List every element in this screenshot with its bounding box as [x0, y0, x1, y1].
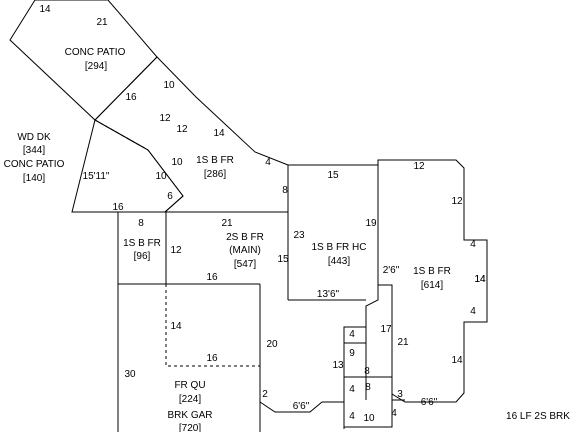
room-614-name: 1S B FR — [413, 266, 451, 277]
small-room-9 — [343, 326, 367, 378]
dim-label: 3 — [397, 389, 403, 400]
dim-label: 8 — [138, 218, 144, 229]
hc-name: 1S B FR HC — [311, 242, 366, 253]
dim-label: 14 — [213, 128, 225, 139]
dim-label: 4 — [349, 384, 355, 395]
dim-label: 4 — [391, 408, 397, 419]
dim-label: 4 — [349, 411, 355, 422]
room-614-outline — [377, 159, 488, 403]
dim-label: 15 — [277, 254, 289, 265]
dim-label: 16 — [206, 272, 218, 283]
hc-area: [443] — [328, 256, 350, 267]
wd-dk-area: [344] — [23, 145, 45, 156]
brk-gar-name: BRK GAR — [167, 410, 212, 421]
main-area: [547] — [234, 259, 256, 270]
deck-divider — [94, 119, 149, 151]
dimension-labels: 14 21 10 16 12 12 14 10 15'11" 10 6 16 4… — [39, 4, 486, 424]
room-286-outline — [94, 56, 289, 213]
frqu-area: [224] — [179, 394, 201, 405]
conc-patio-left-area: [140] — [23, 173, 45, 184]
conc-patio-left-name: CONC PATIO — [4, 159, 65, 170]
dim-label: 12 — [170, 245, 182, 256]
dim-label: 6'6" — [293, 401, 310, 412]
room-96-area: [96] — [134, 251, 151, 262]
garage-jog — [259, 401, 344, 413]
frqu-dashed-outline — [165, 284, 260, 367]
dim-label: 4 — [265, 157, 271, 168]
dim-label: 8 — [282, 185, 288, 196]
dim-label: 30 — [124, 369, 136, 380]
conc-patio-top-outline — [9, 0, 158, 121]
room-286-name: 1S B FR — [196, 155, 234, 166]
dim-label: 4 — [470, 239, 476, 250]
dim-label: 10 — [171, 157, 183, 168]
conc-patio-top-name: CONC PATIO — [65, 47, 126, 58]
dim-label: 6 — [167, 191, 173, 202]
main-name: 2S B FR — [226, 232, 264, 243]
room-96-name: 1S B FR — [123, 238, 161, 249]
dim-label: 21 — [96, 17, 108, 28]
dim-label: 14 — [451, 355, 463, 366]
wd-dk-name: WD DK — [17, 132, 51, 143]
dim-label: 10 — [163, 80, 175, 91]
dim-label: 12 — [413, 161, 425, 172]
dim-label: 8 — [365, 382, 371, 393]
dim-label: 17 — [380, 324, 392, 335]
dim-label: 20 — [266, 339, 278, 350]
dim-label: 2'6" — [383, 265, 400, 276]
dim-label: 10 — [155, 171, 167, 182]
dim-label: 14 — [474, 274, 486, 285]
dim-label: 13 — [332, 360, 344, 371]
dim-label: 16 — [206, 353, 218, 364]
dim-label: 15'11" — [83, 171, 110, 182]
dim-label: 14 — [170, 321, 182, 332]
dim-label: 15 — [327, 170, 339, 181]
note-label: 16 LF 2S BRK — [506, 411, 570, 422]
main-sub: (MAIN) — [229, 245, 261, 256]
dim-label: 2 — [262, 389, 268, 400]
dim-label: 12 — [159, 113, 171, 124]
dim-label: 21 — [221, 218, 233, 229]
dim-label: 12 — [176, 124, 188, 135]
dim-label: 16 — [125, 92, 137, 103]
dim-label: 14 — [39, 4, 51, 15]
dim-label: 4 — [349, 329, 355, 340]
dim-label: 19 — [365, 218, 377, 229]
brk-gar-area: [720] — [179, 423, 201, 432]
dim-label: 9 — [349, 348, 355, 359]
dim-label: 12 — [451, 196, 463, 207]
main-outline — [166, 211, 289, 300]
dim-label: 4 — [470, 306, 476, 317]
dim-label: 16 — [112, 202, 124, 213]
room-286-area: [286] — [204, 169, 226, 180]
dim-label: 8 — [364, 366, 370, 377]
dim-label: 6'6" — [421, 397, 438, 408]
dim-label: 14 — [474, 274, 486, 285]
dim-label: 23 — [293, 230, 305, 241]
room-614-area: [614] — [421, 280, 443, 291]
dim-label: 10 — [363, 413, 375, 424]
conc-patio-top-area: [294] — [85, 61, 107, 72]
dim-label: 13'6" — [317, 289, 340, 300]
dim-label: 21 — [397, 337, 409, 348]
frqu-name: FR QU — [174, 380, 205, 391]
